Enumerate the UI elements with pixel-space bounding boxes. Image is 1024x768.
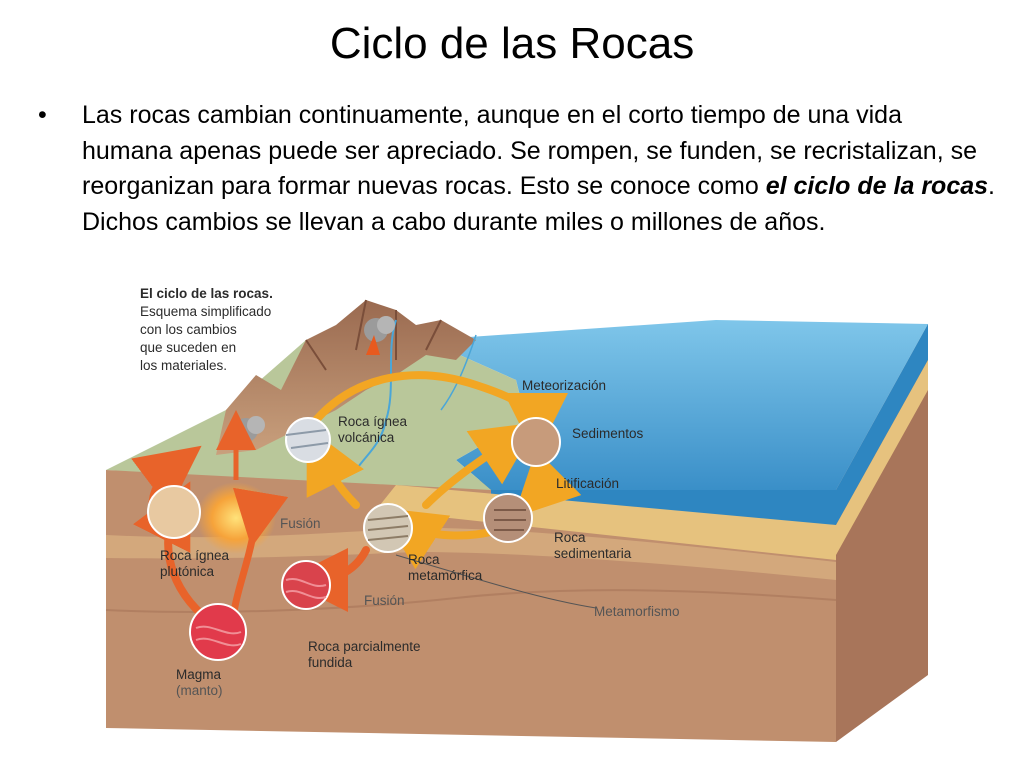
label-magma-1: Magma	[176, 667, 222, 682]
slide-title: Ciclo de las Rocas	[329, 19, 695, 68]
label-litificacion: Litificación	[556, 476, 619, 491]
label-metamorfica-2: metamórfica	[408, 568, 483, 583]
caption-line-5: los materiales.	[140, 358, 227, 373]
mountains	[216, 300, 476, 455]
sample-sediments	[511, 417, 561, 467]
sample-volcanic-rock	[285, 417, 331, 463]
rock-cycle-diagram: El ciclo de las rocas. Esquema simplific…	[96, 280, 930, 744]
label-fusion-1: Fusión	[280, 516, 321, 531]
label-magma-2: (manto)	[176, 683, 223, 698]
label-parcial-2: fundida	[308, 655, 353, 670]
label-metamorfica-1: Roca	[408, 552, 440, 567]
sample-plutonic-rock	[147, 485, 201, 539]
caption-line-1: El ciclo de las rocas.	[140, 286, 273, 301]
label-ignea-volcanica-2: volcánica	[338, 430, 395, 445]
rock-cycle-illustration: El ciclo de las rocas. Esquema simplific…	[105, 286, 928, 742]
label-sedimentaria-2: sedimentaria	[554, 546, 632, 561]
bullet-text-after: . Dichos cambios se llevan a cabo durant…	[82, 172, 995, 236]
bullet-list: • Las rocas cambian continuamente, aunqu…	[38, 98, 998, 240]
label-meteorizacion: Meteorización	[522, 378, 606, 393]
sample-sedimentary-rock	[483, 493, 533, 543]
bullet-marker: •	[38, 101, 47, 129]
bullet-item: • Las rocas cambian continuamente, aunqu…	[38, 98, 998, 240]
label-ignea-plutonica-1: Roca ígnea	[160, 548, 230, 563]
bullet-text-before: Las rocas cambian continuamente, aunque …	[82, 101, 977, 200]
label-parcial-1: Roca parcialmente	[308, 639, 421, 654]
bullet-emphasis: el ciclo de la rocas	[765, 172, 989, 200]
caption-line-2: Esquema simplificado	[140, 304, 271, 319]
caption-line-4: que suceden en	[140, 340, 236, 355]
label-ignea-plutonica-2: plutónica	[160, 564, 215, 579]
label-ignea-volcanica-1: Roca ígnea	[338, 414, 408, 429]
label-sedimentaria-1: Roca	[554, 530, 586, 545]
label-fusion-2: Fusión	[364, 593, 405, 608]
label-metamorfismo: Metamorfismo	[594, 604, 680, 619]
label-sedimentos: Sedimentos	[572, 426, 644, 441]
caption-line-3: con los cambios	[140, 322, 237, 337]
